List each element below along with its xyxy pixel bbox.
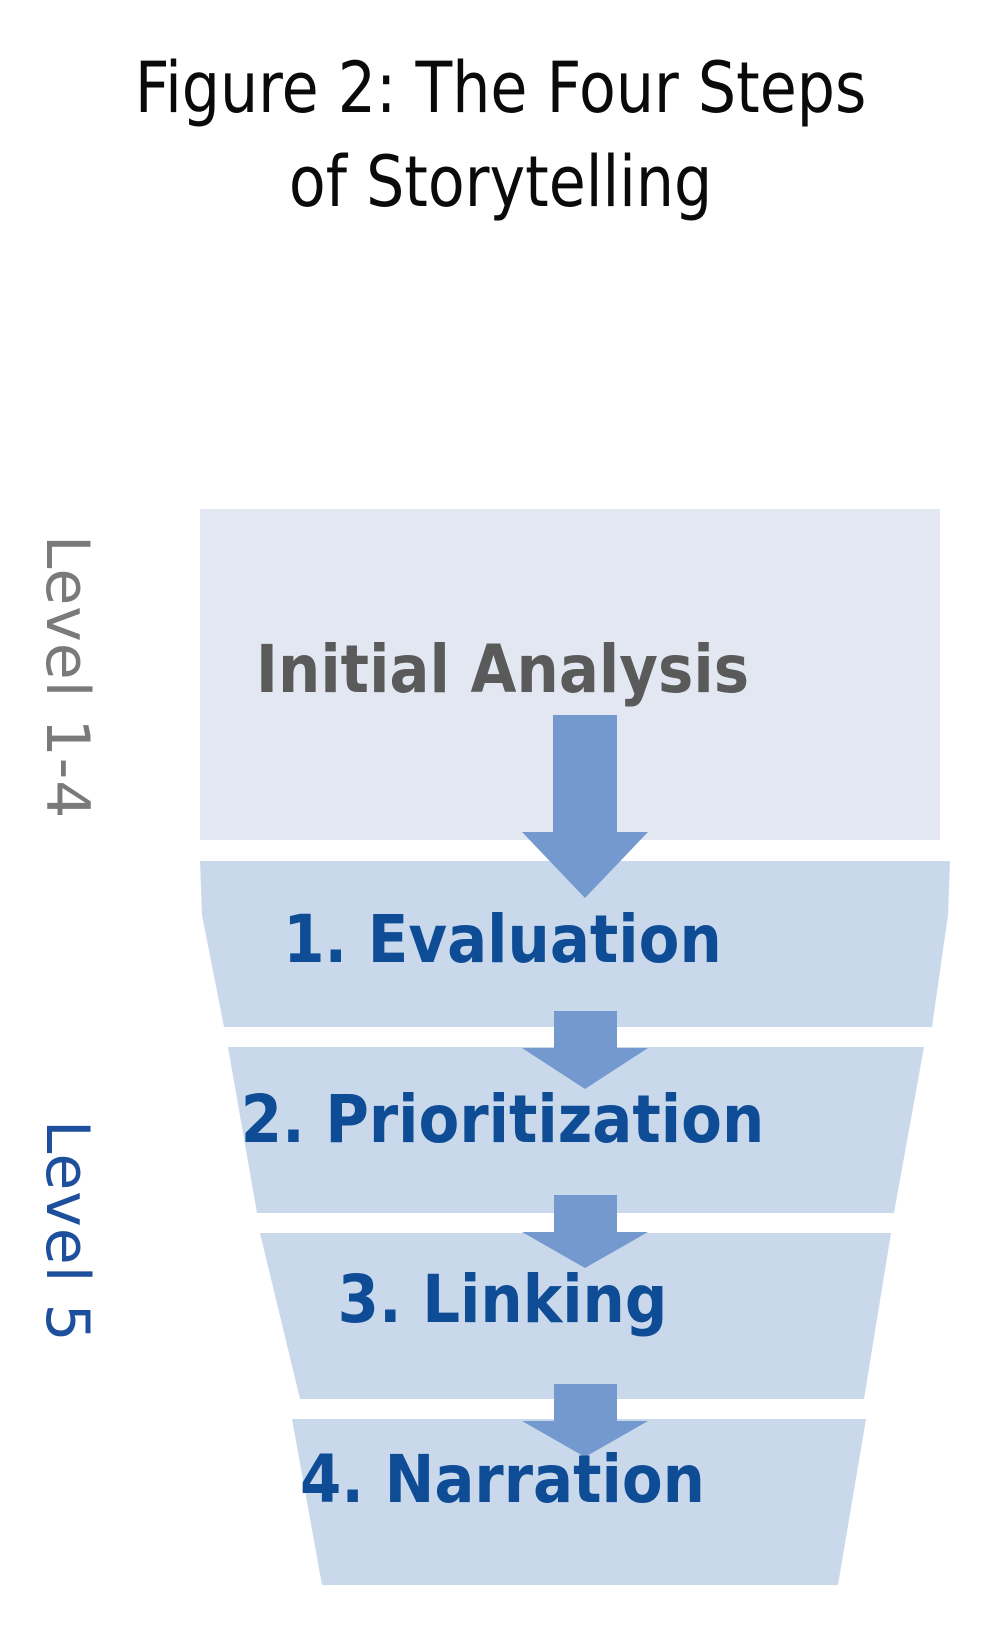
figure-title-line-1: Figure 2: The Four Steps — [134, 47, 867, 129]
step-label-evaluation: 1. Evaluation — [283, 901, 722, 978]
arrow-down-icon — [522, 1195, 648, 1268]
initial-analysis-label: Initial Analysis — [255, 631, 750, 708]
arrow-down-icon — [522, 715, 648, 898]
step-band-narration — [292, 1419, 866, 1585]
arrow-down-icon — [522, 1011, 648, 1089]
step-label-prioritization: 2. Prioritization — [240, 1081, 765, 1158]
step-label-linking: 3. Linking — [337, 1261, 668, 1338]
step-band-prioritization — [228, 1047, 924, 1213]
step-label-narration: 4. Narration — [300, 1441, 705, 1518]
step-band-linking — [260, 1233, 891, 1399]
figure-title-line-2: of Storytelling — [288, 141, 713, 223]
step-band-evaluation — [200, 861, 950, 1027]
arrow-down-icon — [522, 1384, 648, 1457]
